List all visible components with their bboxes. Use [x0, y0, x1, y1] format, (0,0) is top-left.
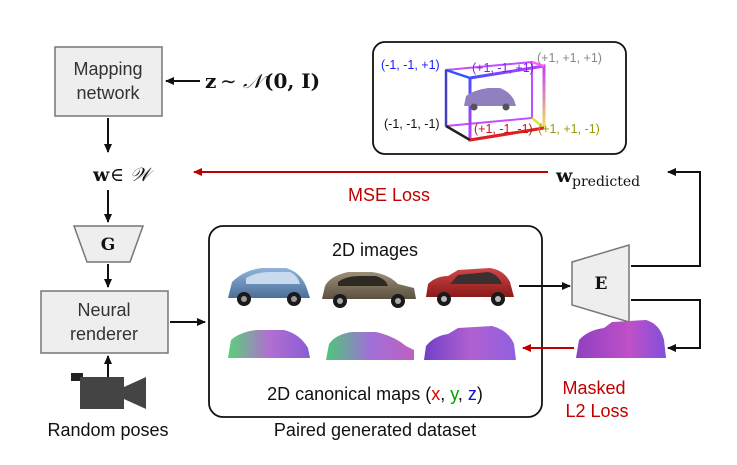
predicted-canonical-map [576, 320, 666, 358]
generator-label: G [101, 235, 116, 255]
latent-z-var: z [205, 69, 216, 93]
canonical-maps-caption: 2D canonical maps (x, y, z) [267, 384, 483, 404]
car-image-bronze [322, 272, 416, 308]
canonical-cube [444, 60, 546, 142]
car-image-blue [228, 268, 310, 306]
masked-loss-label-1: Masked [562, 378, 625, 398]
arrow-encoder-to-wpred [631, 168, 701, 267]
w-predicted-label: w predicted [555, 165, 640, 190]
dataset-caption: Paired generated dataset [274, 420, 476, 440]
camera-icon [71, 373, 146, 409]
w-space-label: w ∈ 𝒲 [92, 164, 154, 186]
mapping-network-label-1: Mapping [73, 59, 142, 79]
encoder-label: E [595, 274, 608, 294]
encoder-block: E [571, 243, 630, 324]
masked-loss-label-2: L2 Loss [565, 401, 628, 421]
w-predicted-var: w [555, 165, 573, 187]
axis-x-label: x [431, 384, 440, 404]
canonical-maps-suffix: ) [477, 384, 483, 404]
images-title: 2D images [332, 240, 418, 260]
cube-label-tl: (-1, -1, +1) [381, 58, 440, 72]
car-image-red [426, 268, 514, 306]
latent-z-args: (0, I) [264, 69, 320, 93]
cube-label-bl: (-1, -1, -1) [384, 117, 440, 131]
latent-distribution: z ∼ 𝒩 (0, I) [205, 69, 320, 93]
latent-z-sim: ∼ [220, 69, 237, 93]
caption-sep-2: , [458, 384, 468, 404]
generator-block: G [72, 225, 145, 263]
caption-sep-1: , [440, 384, 450, 404]
mse-loss-label: MSE Loss [348, 185, 430, 205]
axis-z-label: z [468, 384, 477, 404]
neural-renderer-block: Neural renderer [40, 290, 169, 354]
cube-label-tm: (+1, -1, +1) [472, 61, 534, 75]
canonical-map-3 [424, 326, 516, 360]
w-in: ∈ [110, 164, 124, 186]
neural-renderer-label-1: Neural [77, 300, 130, 320]
w-space: 𝒲 [130, 164, 154, 186]
canonical-maps-prefix: 2D canonical maps ( [267, 384, 431, 404]
cube-label-tr: (+1, +1, +1) [537, 51, 602, 65]
random-poses-label: Random poses [47, 420, 168, 440]
w-var: w [92, 164, 110, 186]
mapping-network-label-2: network [76, 83, 140, 103]
cube-label-bm: (+1, -1, -1) [474, 122, 533, 136]
canonical-map-2 [326, 332, 414, 360]
w-predicted-sub: predicted [572, 174, 640, 190]
axis-y-label: y [450, 384, 459, 404]
mapping-network-block: Mapping network [54, 46, 163, 117]
neural-renderer-label-2: renderer [70, 324, 138, 344]
canonical-map-1 [228, 330, 310, 358]
arrow-encoder-to-predmap [631, 299, 701, 352]
cube-label-br: (+1, +1, -1) [538, 122, 600, 136]
